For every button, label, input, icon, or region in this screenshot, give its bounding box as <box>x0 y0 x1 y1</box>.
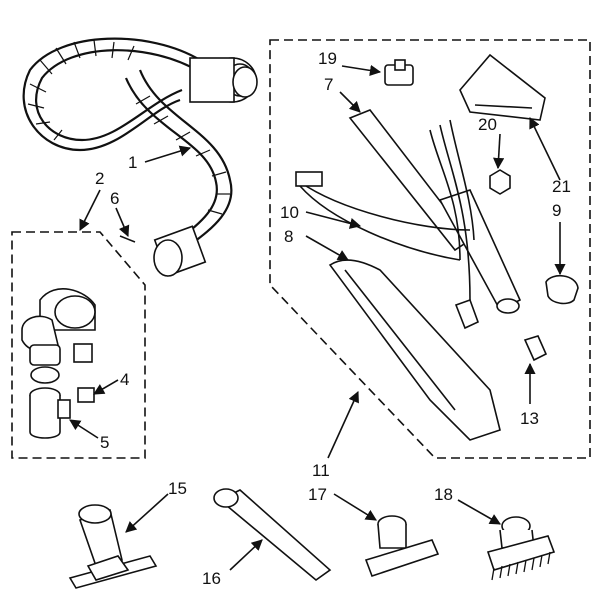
callout-9: 9 <box>552 201 561 220</box>
callout-17: 17 <box>308 485 327 504</box>
swivel-assembly-part <box>21 235 136 439</box>
callout-13: 13 <box>520 409 539 428</box>
callout-19: 19 <box>318 49 337 68</box>
callout-4: 4 <box>120 370 129 389</box>
upholstery-tool-part-17 <box>364 515 440 578</box>
hose-part <box>22 37 258 277</box>
fitting-part-13 <box>523 335 548 362</box>
wand-assembly-part <box>295 109 522 441</box>
callout-6: 6 <box>110 189 119 208</box>
callout-16: 16 <box>202 569 221 588</box>
cap-part-21 <box>459 53 546 121</box>
ring-part-9 <box>545 275 579 305</box>
callout-15: 15 <box>168 479 187 498</box>
callout-2: 2 <box>95 169 104 188</box>
clip-part-19 <box>384 59 414 86</box>
callout-7: 7 <box>324 75 333 94</box>
leader-lines <box>69 64 566 571</box>
floor-tool-part-15 <box>68 504 158 589</box>
callout-8: 8 <box>284 227 293 246</box>
attachment-group-box <box>269 39 591 459</box>
callout-11: 11 <box>312 461 330 480</box>
callout-20: 20 <box>478 115 497 134</box>
swivel-group-box <box>11 231 146 459</box>
brush-part-18 <box>486 516 556 581</box>
callout-1: 1 <box>128 153 137 172</box>
callout-5: 5 <box>100 433 109 452</box>
callout-18: 18 <box>434 485 453 504</box>
callout-10: 10 <box>280 203 299 222</box>
callout-21: 21 <box>552 177 571 196</box>
nut-part-20 <box>489 169 511 195</box>
crevice-tool-part-16 <box>213 488 332 582</box>
